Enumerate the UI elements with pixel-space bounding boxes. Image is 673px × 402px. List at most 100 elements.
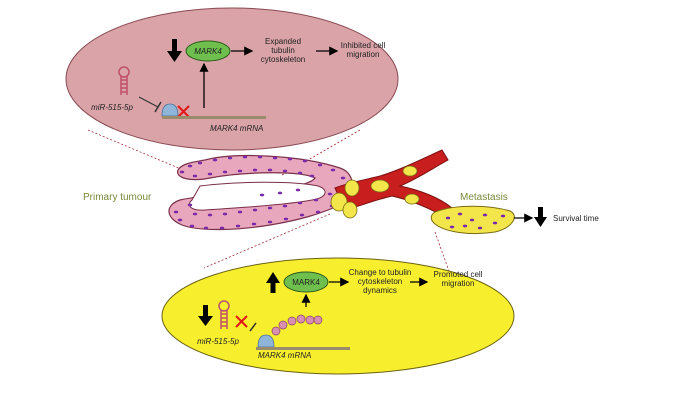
down-arrow-icon-bottom <box>198 305 213 326</box>
nucleus <box>187 164 193 168</box>
peptide-chain <box>271 314 323 336</box>
nucleus <box>187 203 193 207</box>
nucleus <box>317 163 323 167</box>
expanded-text-3: cytoskeleton <box>261 55 305 64</box>
up-arrow-icon <box>266 272 280 293</box>
nucleus <box>330 168 336 172</box>
mirna-label: miR-515-5p <box>91 103 133 112</box>
inhibition-bar-bottom <box>249 322 257 332</box>
nucleus <box>189 224 195 228</box>
nucleus <box>315 210 321 214</box>
down-arrow-icon <box>167 39 182 62</box>
nucleus <box>282 204 288 208</box>
nucleus <box>259 193 265 197</box>
cell-nuclei <box>173 155 348 230</box>
expanded-text-2: tubulin <box>271 46 295 55</box>
metastasis-cluster <box>430 205 515 235</box>
vessel-cell-3 <box>404 193 420 205</box>
nucleus <box>252 168 258 172</box>
nucleus <box>237 210 243 214</box>
inhibited-text-2: migration <box>347 50 380 59</box>
nucleus <box>297 171 303 175</box>
nucleus <box>327 192 333 196</box>
nucleus <box>251 222 257 226</box>
tissue-lumen <box>188 181 326 211</box>
nucleus <box>267 168 273 172</box>
nucleus <box>222 170 228 174</box>
mark4-label: MARK4 <box>194 47 222 56</box>
promoted-text-2: migration <box>442 279 475 288</box>
nucleus <box>222 212 228 216</box>
nucleus <box>252 208 258 212</box>
mrna-strand <box>162 116 266 119</box>
inhibition-bar <box>154 101 162 113</box>
nucleus <box>179 170 185 174</box>
nucleus <box>297 201 303 205</box>
invading-cells <box>330 179 360 219</box>
nucleus <box>219 226 225 230</box>
nucleus <box>295 188 301 192</box>
top-panel: MARK4 Expanded tubulin cytoskeleton Inhi… <box>65 7 399 151</box>
block-x-icon-bottom <box>235 315 248 328</box>
nucleus <box>340 176 346 180</box>
nucleus <box>192 174 198 178</box>
change-text-2: cytoskeleton <box>358 277 402 286</box>
bottom-panel-ellipse <box>161 257 515 375</box>
nucleus <box>287 157 293 161</box>
nucleus <box>173 210 179 214</box>
nucleus <box>197 161 203 165</box>
nucleus <box>242 155 248 159</box>
mrna-label: MARK4 mRNA <box>210 124 263 133</box>
mrna-strand-bottom <box>256 347 350 350</box>
survival-label: Survival time <box>553 214 599 223</box>
nucleus <box>313 198 319 202</box>
nucleus <box>282 169 288 173</box>
promoted-text-1: Promoted cell <box>434 270 483 279</box>
nucleus <box>272 156 278 160</box>
top-panel-ellipse <box>65 7 399 151</box>
nucleus <box>267 206 273 210</box>
nucleus <box>277 191 283 195</box>
change-text-1: Change to tubulin <box>349 268 412 277</box>
vessel-body <box>334 149 453 219</box>
nucleus <box>235 224 241 228</box>
nucleus <box>309 174 315 178</box>
metastasis-label: Metastasis <box>460 192 508 203</box>
change-text-3: dynamics <box>363 286 397 295</box>
nucleus <box>227 156 233 160</box>
nucleus <box>212 158 218 162</box>
mirna-label-bottom: miR-515-5p <box>197 337 239 346</box>
ribosome-icon <box>161 103 179 117</box>
mrna-label-bottom: MARK4 mRNA <box>258 351 311 360</box>
mark4-oval-bottom <box>283 271 329 293</box>
nucleus <box>283 217 289 221</box>
nucleus <box>192 212 198 216</box>
nucleus <box>302 159 308 163</box>
zoom-lines-bottom <box>203 213 451 275</box>
nucleus <box>237 169 243 173</box>
mark4-label-bottom: MARK4 <box>292 278 320 287</box>
inhibition-line <box>138 96 159 108</box>
nucleus <box>267 220 273 224</box>
nucleus <box>177 218 183 222</box>
mirna-hairpin-icon <box>118 66 130 95</box>
zoom-lines-top <box>87 129 361 176</box>
inhibited-text-1: Inhibited cell <box>341 41 386 50</box>
primary-tumour-label: Primary tumour <box>83 192 152 203</box>
block-x-icon <box>177 105 190 118</box>
mirna-hairpin-icon-bottom <box>218 300 230 329</box>
primary-tumour-tissue <box>168 155 353 231</box>
nucleus <box>299 213 305 217</box>
vessel-cell-1 <box>370 179 390 193</box>
vessel-cell-2 <box>402 165 418 177</box>
expanded-text-1: Expanded <box>265 37 301 46</box>
mark4-oval <box>185 40 231 62</box>
bottom-panel: MARK4 Change to tubulin cytoskeleton dyn… <box>161 257 515 375</box>
nucleus <box>207 172 213 176</box>
nucleus <box>257 155 263 159</box>
nucleus <box>203 226 209 230</box>
ribosome-icon-bottom <box>257 334 275 348</box>
nucleus <box>207 213 213 217</box>
blood-vessel <box>334 149 453 219</box>
survival-down-arrow-icon <box>534 207 547 227</box>
